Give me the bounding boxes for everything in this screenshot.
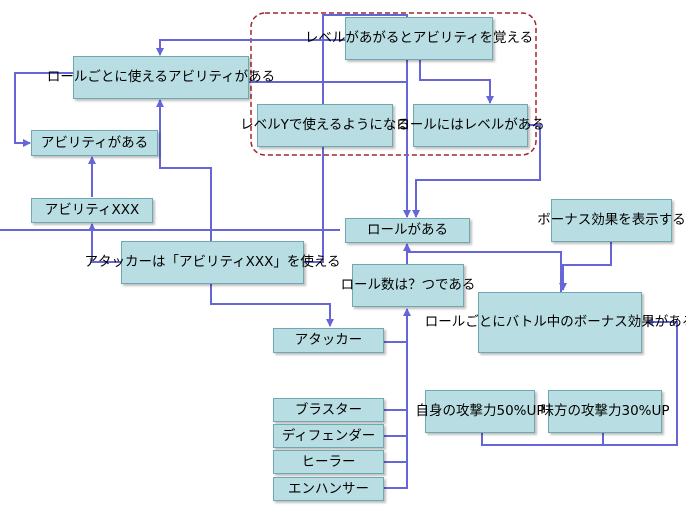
connector-10 [304,229,340,263]
connector-16 [384,342,408,411]
ability-xxx-node: アビリティXXX [31,198,153,223]
connector-20 [481,318,678,446]
connector-19 [384,410,408,489]
enhancer-node: エンハンサー [273,477,384,501]
connector-3 [156,39,345,56]
connector-12 [407,251,562,292]
role-abilities-node: ロールごとに使えるアビリティがある [47,56,275,99]
show-bonus-node: ボーナス効果を表示する [537,199,686,242]
level-up-learn-ability-node: レベルがあがるとアビリティを覚える [305,17,533,60]
healer-node: ヒーラー [273,450,384,474]
connector-4 [14,72,73,147]
connector-9 [88,223,121,263]
battle-bonus-node: ロールごとにバトル中のボーナス効果がある [425,292,686,353]
connector-5 [249,81,411,218]
blaster-node: ブラスター [273,398,384,422]
attacker-node: アタッカー [273,328,384,353]
connector-8 [156,99,212,241]
connector-6 [412,124,541,218]
connector-2 [419,40,494,104]
level-group-box [250,12,537,156]
connector-15 [384,308,411,343]
level-y-node: レベルYで使えるようになる [240,104,410,147]
defender-node: ディフェンダー [273,424,384,448]
ability-exists-node: アビリティがある [31,130,158,156]
role-level-node: ロールにはレベルがある [396,104,545,147]
role-count-node: ロール数は？つである [341,264,475,307]
connector-13 [559,241,612,291]
attacker-uses-ability-node: アタッカーは「アビリティXXX」を使える [84,241,341,284]
role-exists-node: ロールがある [345,218,470,243]
connector-14 [210,284,334,327]
